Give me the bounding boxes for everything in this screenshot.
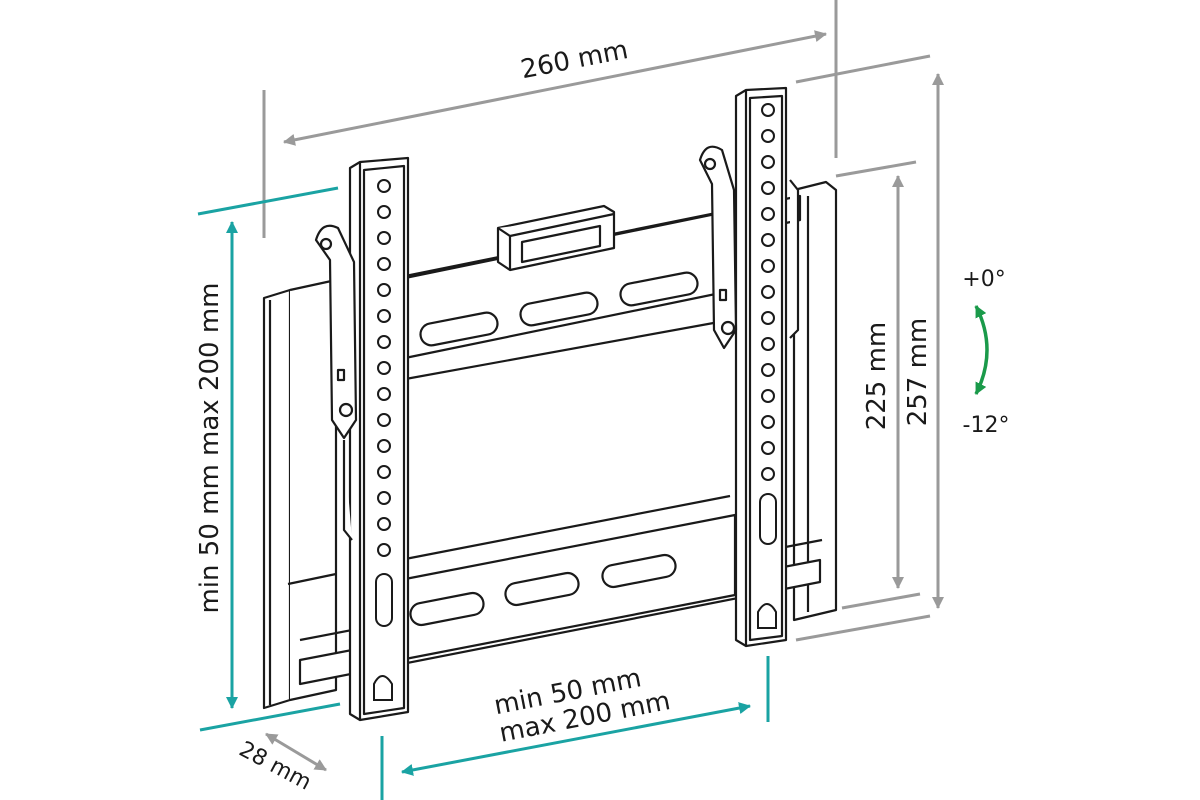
label-vesa-horizontal: min 50 mm max 200 mm (492, 663, 673, 748)
top-crossbar (403, 208, 737, 360)
label-outer-height: 257 mm (903, 318, 933, 427)
label-depth: 28 mm (235, 737, 315, 796)
right-arm-holes (757, 103, 777, 629)
gray-dimension-lines (262, 0, 944, 772)
teal-dimension-lines (197, 186, 770, 800)
left-arm-holes (373, 179, 393, 701)
safety-lock-clip (496, 204, 616, 272)
label-inner-height: 225 mm (862, 322, 892, 431)
tilt-arrow-icon (974, 305, 989, 395)
label-tilt-lower: -12° (963, 413, 1010, 438)
label-tilt-upper: +0° (962, 267, 1005, 292)
label-vesa-vertical: min 50 mm max 200 mm (195, 282, 225, 613)
bottom-crossbar (398, 513, 737, 662)
